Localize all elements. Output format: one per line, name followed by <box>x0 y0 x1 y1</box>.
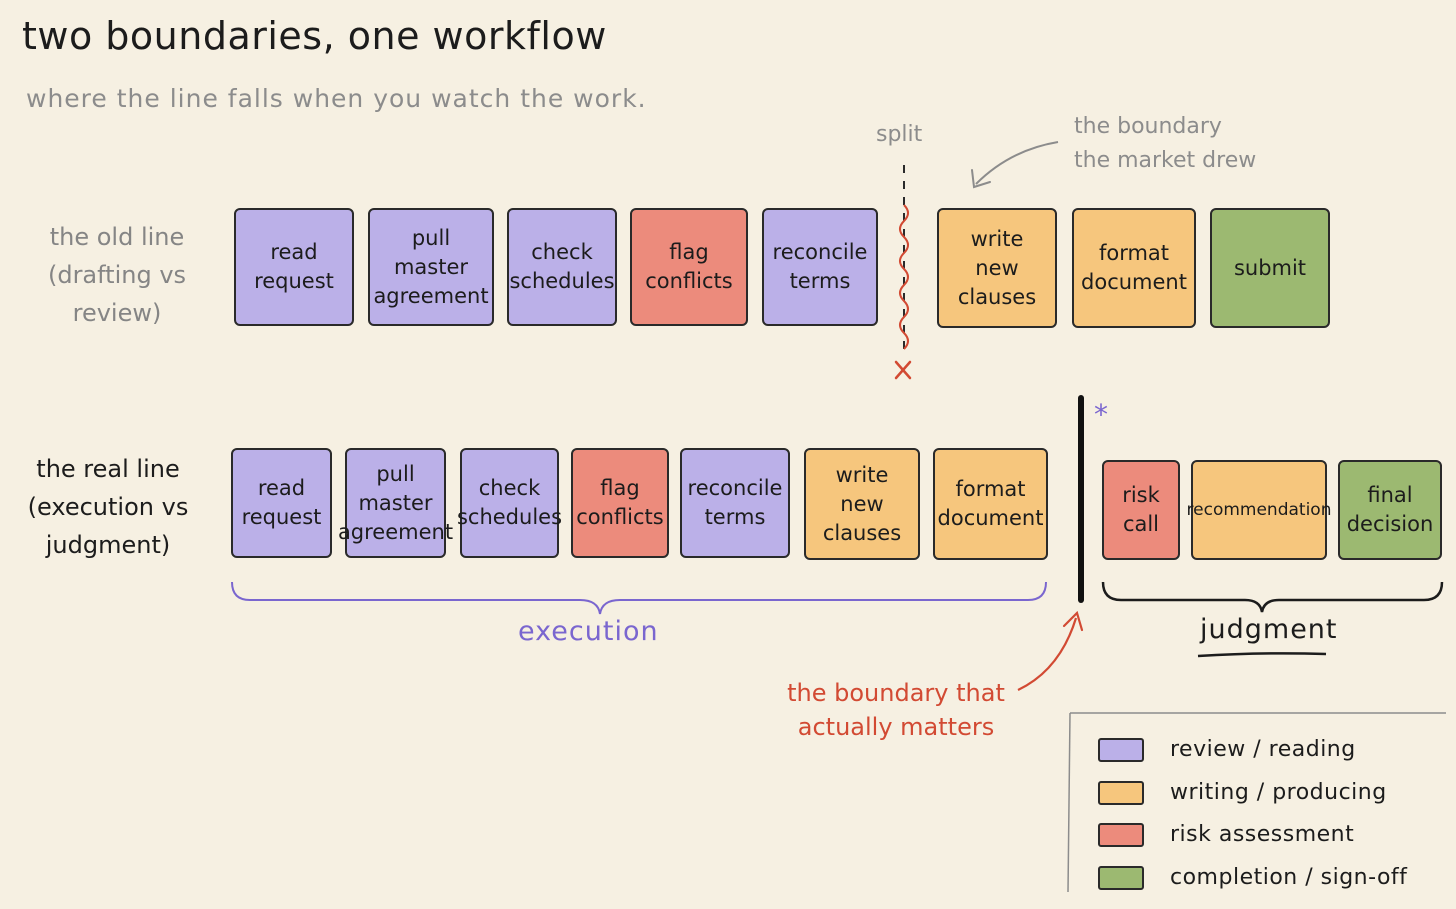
legend-item-review: review / reading <box>1098 737 1356 762</box>
legend-item-risk: risk assessment <box>1098 822 1354 847</box>
real-step-check-schedules: check schedules <box>457 448 562 558</box>
matters-annotation: the boundary that actually matters <box>787 679 1005 741</box>
real-step-format-document: format document <box>933 448 1048 560</box>
legend-item-writing: writing / producing <box>1098 780 1387 805</box>
real-step-final-decision: final decision <box>1338 460 1442 560</box>
legend-item-completion: completion / sign-off <box>1098 865 1407 890</box>
old-step-write-new-clauses: write new clauses <box>937 208 1057 328</box>
split-label: split <box>876 122 923 147</box>
x-mark-icon <box>894 360 912 380</box>
old-line-label: the old line (drafting vs review) <box>47 223 187 327</box>
legend-swatch <box>1098 780 1144 805</box>
legend-swatch <box>1098 865 1144 890</box>
old-step-flag-conflicts: flag conflicts <box>630 208 748 326</box>
legend-label: completion / sign-off <box>1170 865 1408 890</box>
legend-label: review / reading <box>1170 737 1356 762</box>
legend-label: risk assessment <box>1170 822 1355 847</box>
old-step-pull-master-agreement: pull master agreement <box>368 208 494 326</box>
split-wavy-line <box>899 204 909 350</box>
real-step-reconcile-terms: reconcile terms <box>680 448 790 558</box>
real-step-read-request: read request <box>231 448 332 558</box>
page-subtitle: where the line falls when you watch the … <box>26 84 647 113</box>
legend-frame-left <box>1067 712 1071 893</box>
judgment-label: judgment <box>1200 614 1338 645</box>
market-boundary-annotation: the boundary the market drew <box>1074 114 1257 173</box>
old-step-format-document: format document <box>1072 208 1196 328</box>
real-line-label: the real line (execution vs judgment) <box>27 455 189 559</box>
old-step-read-request: read request <box>234 208 354 326</box>
judgment-underline <box>1197 652 1327 658</box>
legend-swatch <box>1098 737 1144 762</box>
matters-arrow-icon <box>1017 617 1078 691</box>
real-step-write-new-clauses: write new clauses <box>804 448 920 560</box>
execution-brace <box>231 581 1047 615</box>
legend-label: writing / producing <box>1170 780 1387 805</box>
real-step-pull-master-agreement: pull master agreement <box>338 448 453 558</box>
judgment-brace <box>1101 581 1444 613</box>
old-step-reconcile-terms: reconcile terms <box>762 208 878 326</box>
page-title: two boundaries, one workflow <box>22 14 607 58</box>
legend-swatch <box>1098 822 1144 847</box>
execution-label: execution <box>518 616 659 647</box>
old-step-check-schedules: check schedules <box>507 208 617 326</box>
market-arrow-icon <box>975 141 1059 185</box>
asterisk-marker: * <box>1094 398 1108 431</box>
old-step-submit: submit <box>1210 208 1330 328</box>
real-step-risk-call: risk call <box>1102 460 1180 560</box>
real-step-recommendation: recommendation <box>1187 460 1331 560</box>
real-step-flag-conflicts: flag conflicts <box>571 448 669 558</box>
